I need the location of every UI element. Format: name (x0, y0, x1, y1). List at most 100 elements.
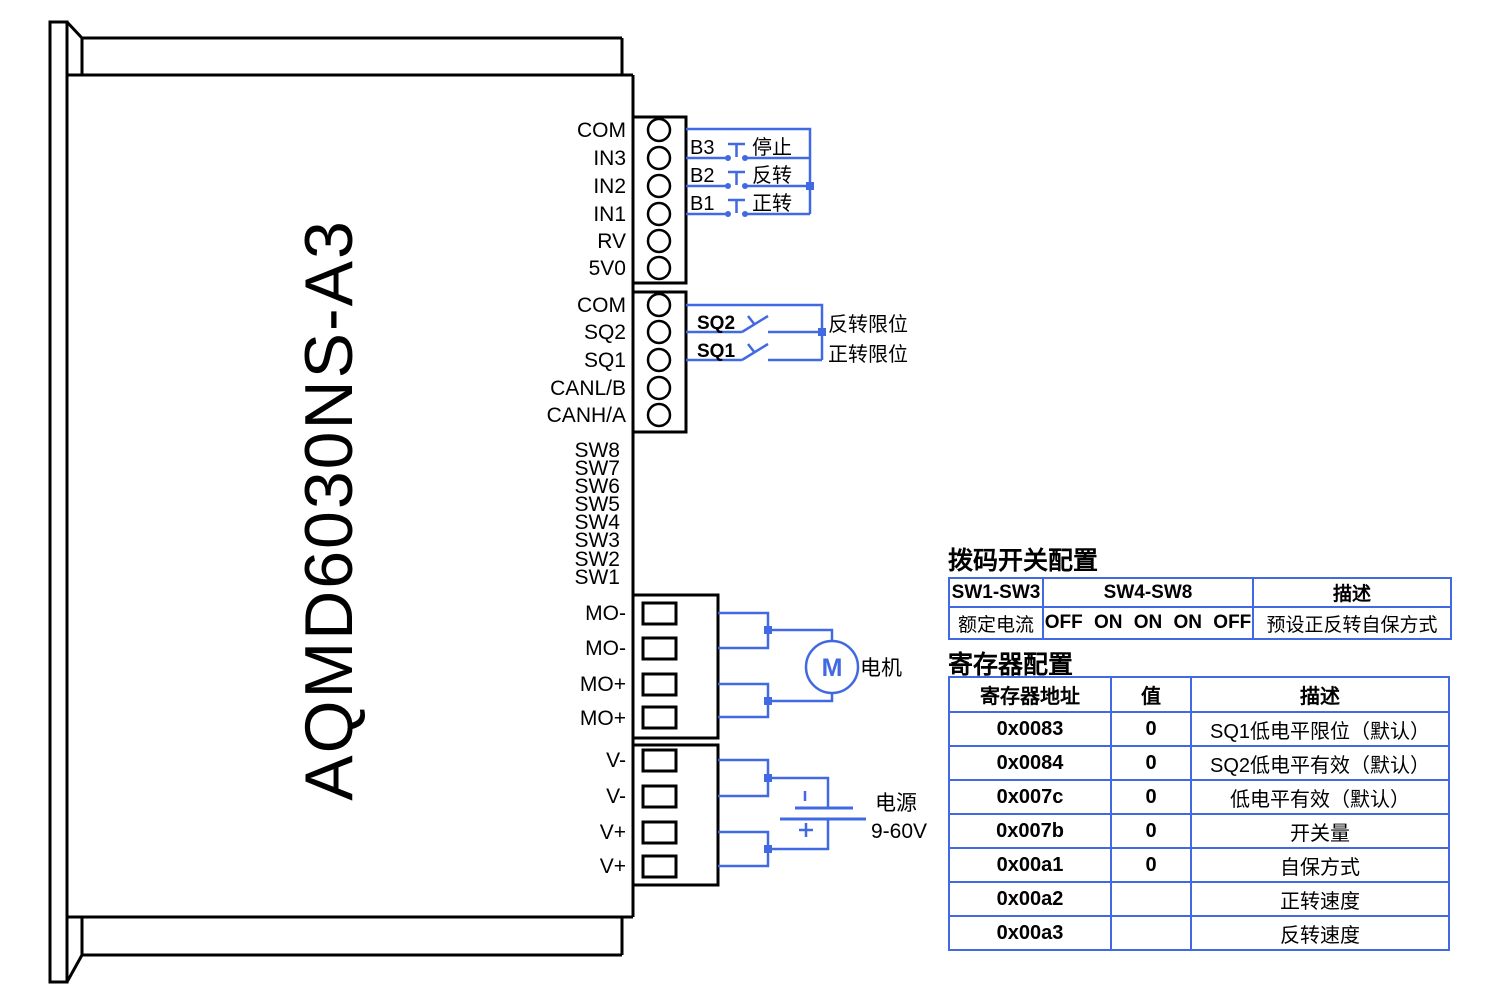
table-row: 0x0084 0 SQ2低电平有效（默认） (948, 745, 1450, 781)
label-mo-plus-2: MO+ (580, 707, 626, 730)
motor-wiring (718, 611, 860, 719)
label-mo-plus-1: MO+ (580, 673, 626, 696)
label-sw3: SW3 (574, 529, 620, 552)
dip-header-desc: 描述 (1252, 577, 1452, 608)
table-header-row: 寄存器地址 值 描述 (948, 676, 1450, 713)
table-row: 0x00a1 0 自保方式 (948, 847, 1450, 883)
screw-terminal (641, 705, 678, 730)
label-forward-limit: 正转限位 (828, 343, 908, 366)
pin-circle (646, 255, 672, 281)
terminal-pins (646, 117, 672, 281)
button-labels: B3 B2 B1 停止 反转 正转 (690, 136, 792, 215)
device-name: AQMD6030NS-A3 (291, 219, 367, 801)
terminal-label-com: COM (577, 119, 626, 142)
motor-terminal-labels: MO- MO- MO+ MO+ (580, 602, 626, 730)
reg-desc: 自保方式 (1190, 847, 1450, 883)
plate-chamfers (65, 20, 84, 983)
terminal-label-com2: COM (577, 294, 626, 317)
screw-terminal (641, 820, 678, 845)
reg-desc: 正转速度 (1190, 881, 1450, 917)
v-plus-pair-wire (718, 830, 770, 868)
motor-label: 电机 (860, 657, 902, 680)
sq2-switch-wire (686, 314, 822, 334)
button-contacts (725, 155, 814, 217)
screw-terminal (641, 748, 678, 773)
label-sw2: SW2 (574, 548, 620, 571)
register-table-title: 寄存器配置 (948, 651, 1074, 679)
reg-address: 0x0084 (948, 745, 1112, 781)
motor-bottom-lead (768, 693, 834, 703)
screw-terminal (641, 636, 678, 661)
pin-circle (646, 228, 672, 254)
reg-address: 0x007b (948, 813, 1112, 849)
limit-switch-wiring (686, 303, 826, 362)
pin-circle (646, 173, 672, 199)
mo-minus-pair-wire (718, 611, 770, 650)
digital-input-connector (631, 115, 688, 285)
label-sw8: SW8 (574, 439, 620, 462)
table-row: 0x007c 0 低电平有效（默认） (948, 779, 1450, 815)
button-b2-wire (686, 170, 810, 188)
terminal-label-in3: IN3 (593, 147, 626, 170)
battery-positive-lead (768, 819, 830, 851)
battery-symbol (780, 806, 866, 821)
reg-desc: SQ2低电平有效（默认） (1190, 745, 1450, 781)
label-mo-minus-1: MO- (585, 602, 626, 625)
dip-header-sw4-sw8: SW4-SW8 (1042, 577, 1254, 608)
button-label-stop: 停止 (752, 136, 792, 159)
junction-dot (764, 697, 772, 705)
label-sw1: SW1 (574, 566, 620, 589)
pin-circle (646, 117, 672, 143)
label-v-minus-1: V- (606, 749, 626, 772)
table-row: 0x00a3 反转速度 (948, 915, 1450, 951)
junction-dot (818, 328, 826, 336)
reg-value: 0 (1110, 847, 1192, 883)
button-id-b3: B3 (690, 137, 714, 159)
battery-positive-marker-icon (799, 823, 813, 837)
label-sw7: SW7 (574, 457, 620, 480)
terminal-label-in1: IN1 (593, 203, 626, 226)
reg-value (1110, 915, 1192, 951)
power-terminal-block (631, 743, 720, 887)
reg-address: 0x00a1 (948, 847, 1112, 883)
terminal-label-rv: RV (597, 230, 626, 253)
pin-circle (646, 375, 672, 401)
terminal-label-sq1: SQ1 (584, 349, 626, 372)
limit-can-labels: COM SQ2 SQ1 CANL/B CANH/A (547, 294, 626, 427)
motor-symbol-circle (804, 639, 860, 695)
table-header-row: SW1-SW3 SW4-SW8 描述 (948, 577, 1452, 608)
motor-terminal-block (631, 593, 720, 740)
button-wiring (686, 127, 814, 217)
button-label-forward: 正转 (752, 192, 792, 215)
dip-switch-table: SW1-SW3 SW4-SW8 描述 额定电流 OFF ON ON ON OFF… (948, 577, 1452, 640)
terminal-label-in2: IN2 (593, 175, 626, 198)
screw-terminals (641, 601, 678, 730)
reg-address: 0x00a3 (948, 915, 1112, 951)
label-reverse-limit: 反转限位 (828, 313, 908, 336)
reg-header-desc: 描述 (1190, 676, 1450, 713)
junction-dot (764, 626, 772, 634)
label-sw5: SW5 (574, 493, 620, 516)
switch-id-sq2: SQ2 (697, 313, 735, 334)
label-mo-minus-2: MO- (585, 637, 626, 660)
limit-com-bus (686, 303, 824, 360)
label-v-plus-2: V+ (600, 855, 626, 878)
dip-cell-current: 额定电流 (948, 606, 1044, 640)
junction-dot (806, 182, 814, 190)
reg-address: 0x007c (948, 779, 1112, 815)
bottom-flange (67, 915, 633, 957)
mo-plus-pair-wire (718, 682, 770, 719)
junction-dot (764, 774, 772, 782)
table-row: 0x007b 0 开关量 (948, 813, 1450, 849)
screw-terminal (641, 601, 678, 626)
reg-desc: SQ1低电平限位（默认） (1190, 711, 1450, 747)
reg-desc: 低电平有效（默认） (1190, 779, 1450, 815)
reg-value: 0 (1110, 779, 1192, 815)
dip-table-title: 拨码开关配置 (948, 547, 1099, 575)
v-minus-pair-wire (718, 758, 770, 798)
power-wiring (718, 758, 866, 868)
pin-circle (646, 201, 672, 227)
pin-circle (646, 292, 672, 318)
